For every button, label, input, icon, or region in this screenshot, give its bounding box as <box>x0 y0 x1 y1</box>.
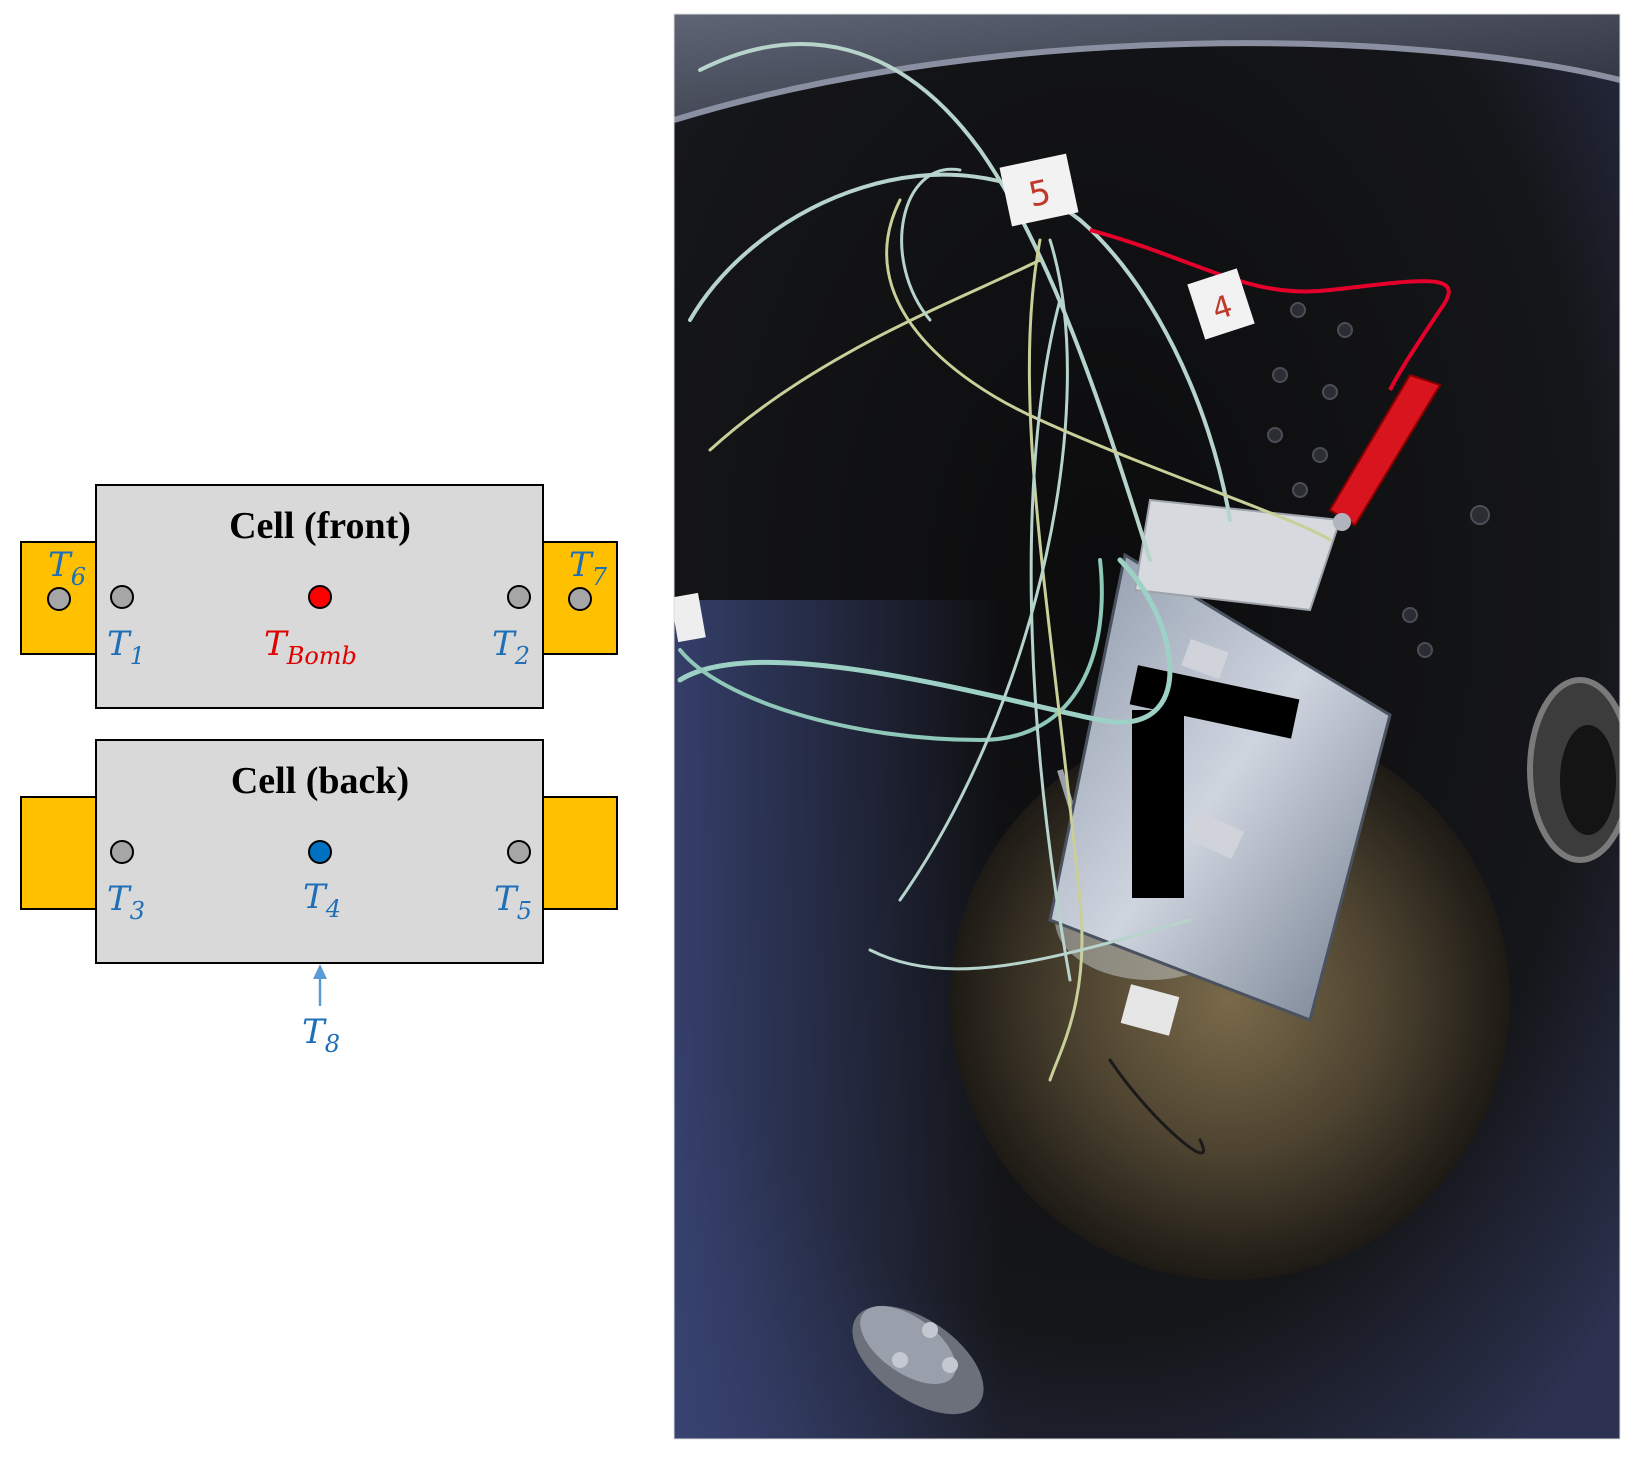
tape-patch <box>1133 498 1342 612</box>
clip-tip <box>1333 513 1351 531</box>
sensor-t3-label: T3 <box>107 879 145 925</box>
sensor-t5-label: T5 <box>494 879 532 925</box>
label-tag-bottom <box>1120 984 1180 1036</box>
tape-patch-2 <box>1181 639 1229 679</box>
front-cell-title: Cell (front) <box>229 505 411 547</box>
back-cell-title: Cell (back) <box>231 760 409 802</box>
valve-fitting <box>852 1305 984 1415</box>
sensor-tbomb-label: TBomb <box>264 624 357 670</box>
red-wire <box>1089 228 1451 391</box>
battery-cell <box>1048 552 1392 1023</box>
sensor-t1-dot <box>110 585 134 609</box>
vessel-rim <box>674 14 1620 120</box>
sensor-tbomb-dot <box>308 585 332 609</box>
sensor-t2-dot <box>507 585 531 609</box>
sensor-t6-label: T6 <box>48 545 86 591</box>
label-tag-edge <box>674 592 706 643</box>
sensor-t7-dot <box>568 587 592 611</box>
front-cell-diagram: Cell (front) T6 T1 TBomb T2 T7 <box>20 484 618 709</box>
back-right-tab <box>541 796 618 910</box>
wall-port-inner <box>1560 725 1616 835</box>
sensor-t7-label: T7 <box>569 545 608 591</box>
photo-frame <box>673 13 1621 1440</box>
sensor-t3-dot <box>110 840 134 864</box>
back-cell-diagram: Cell (back) T3 T4 T5 T8 <box>20 739 618 1058</box>
label-tag-5: 5 <box>999 153 1079 227</box>
redaction-mark <box>1129 665 1300 898</box>
tape-patch-3 <box>1186 810 1244 860</box>
sensor-t8-label: T8 <box>302 1012 340 1058</box>
sensor-t6-dot <box>47 587 71 611</box>
bomb-calorimeter-photo: 5 4 <box>673 13 1621 1440</box>
sensor-t1-label: T1 <box>107 624 145 670</box>
alligator-clip <box>1328 373 1442 527</box>
sensor-t5-dot <box>507 840 531 864</box>
t8-arrow-head <box>313 964 327 979</box>
sensor-t4-label: T4 <box>303 877 341 923</box>
sensor-t2-label: T2 <box>492 624 530 670</box>
thermocouple-wires <box>677 42 1332 1155</box>
sensor-t4-dot <box>308 840 332 864</box>
label-tag-4: 4 <box>1187 268 1255 340</box>
back-left-tab <box>20 796 98 910</box>
rim-edge <box>674 40 1620 123</box>
wall-bolts <box>1267 302 1490 658</box>
